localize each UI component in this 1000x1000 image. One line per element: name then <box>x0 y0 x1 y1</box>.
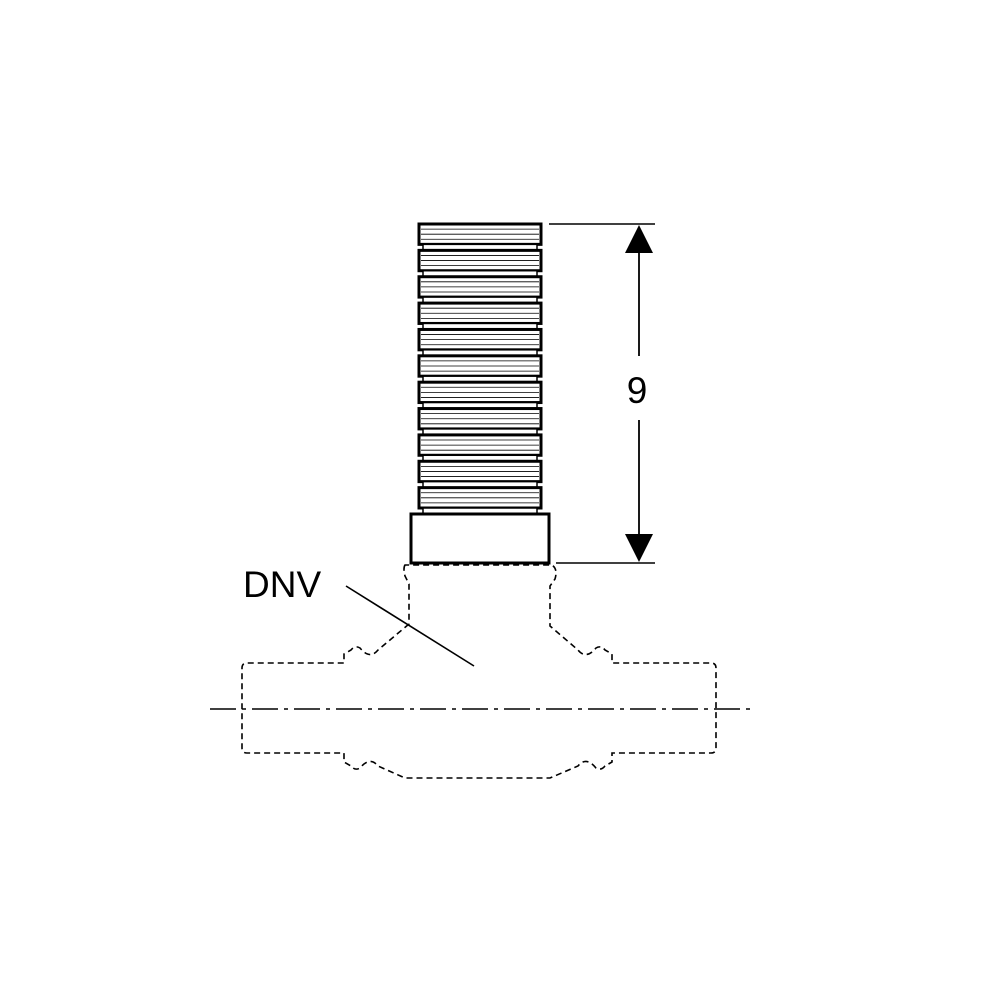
tee-fitting-outline <box>241 564 717 779</box>
callout-leader <box>345 585 475 667</box>
arrow-down-icon <box>625 534 653 562</box>
dimension-value: 9 <box>627 370 648 411</box>
arrow-up-icon <box>625 225 653 253</box>
spigot-collar <box>409 512 551 565</box>
callout-label: DNV <box>243 564 321 605</box>
ribbed-spigot <box>417 222 543 515</box>
